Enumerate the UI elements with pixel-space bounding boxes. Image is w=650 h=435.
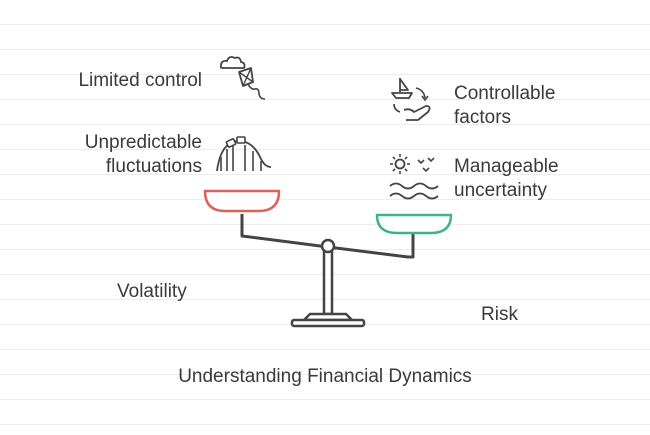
scale-pole [322, 248, 334, 316]
scale-beam [240, 214, 415, 259]
unpredictable-fluctuations-label: Unpredictable fluctuations [85, 131, 202, 179]
controllable-line2: factors [454, 107, 512, 128]
kite-icon [219, 56, 266, 100]
scale-foot [290, 318, 366, 328]
controllable-factors-label: Controllable factors [454, 82, 555, 130]
unpredictable-line1: Unpredictable [84, 132, 202, 153]
risk-label: Risk [481, 304, 518, 325]
scale-pivot [320, 238, 336, 254]
diagram-title: Understanding Financial Dynamics [178, 366, 472, 387]
controllable-line1: Controllable [454, 83, 556, 104]
volatility-label: Volatility [117, 281, 187, 302]
boat-hand-icon [391, 78, 431, 121]
sun-waves-icon [389, 154, 439, 200]
manageable-line2: uncertainty [454, 180, 547, 201]
left-pan [203, 189, 281, 213]
manageable-uncertainty-label: Manageable uncertainty [454, 155, 559, 203]
limited-control-label: Limited control [78, 69, 202, 93]
manageable-line1: Manageable [454, 156, 559, 177]
right-pan [375, 213, 453, 235]
unpredictable-line2: fluctuations [105, 156, 202, 177]
roller-coaster-icon [216, 136, 272, 172]
limited-control-text: Limited control [78, 70, 202, 91]
